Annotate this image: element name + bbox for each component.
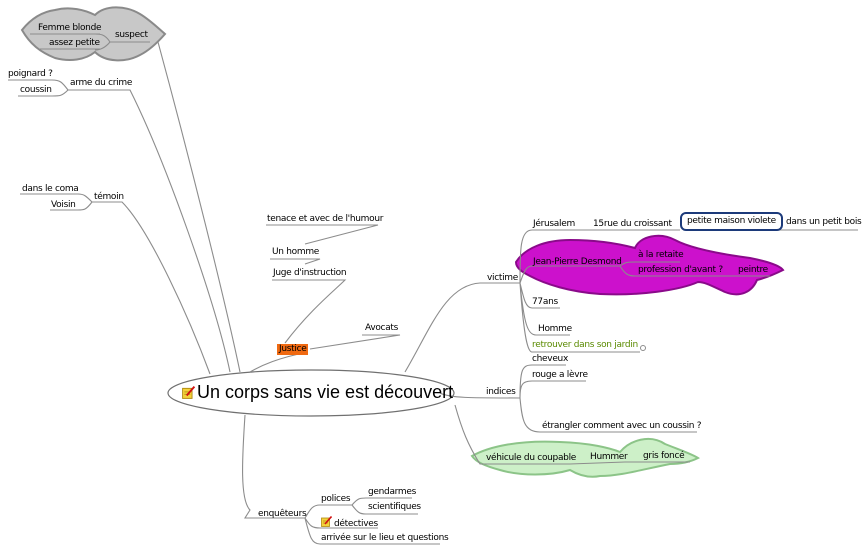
node-rouge-levre[interactable]: rouge a lèvre [532,370,588,380]
node-jerusalem[interactable]: Jérusalem [533,219,575,229]
connector-avocats [309,334,401,350]
node-petit-bois[interactable]: dans un petit bois [786,217,862,227]
connector-suspect [157,41,241,373]
node-coussin[interactable]: coussin [20,85,52,95]
node-dans-le-coma[interactable]: dans le coma [22,184,79,194]
node-enqueteurs[interactable]: enquêteurs [258,509,307,519]
node-peintre[interactable]: peintre [738,265,768,275]
node-justice[interactable]: Justice [277,344,309,355]
victime-cloud [514,234,785,296]
node-juge[interactable]: Juge d'instruction [273,268,347,278]
node-suspect[interactable]: suspect [115,30,148,40]
node-indices[interactable]: indices [486,387,516,397]
underline-suspect-children [30,33,100,50]
node-rue[interactable]: 15rue du croissant [593,219,672,229]
connector-enqueteurs [242,414,305,519]
connector-victime [404,282,520,373]
connector-arme [68,89,231,373]
note-pencil-icon [182,386,195,399]
node-profession[interactable]: profession d'avant ? [638,265,723,275]
connector-homme [270,258,321,265]
node-scientifiques[interactable]: scientifiques [368,502,421,512]
node-gris-fonce[interactable]: gris foncé [643,451,685,461]
node-tenace[interactable]: tenace et avec de l'humour [267,214,384,224]
node-poignard[interactable]: poignard ? [8,69,53,79]
connector-polices-children [351,497,418,515]
note-pencil-icon [321,516,332,527]
node-avocats[interactable]: Avocats [365,323,399,333]
node-un-homme[interactable]: Un homme [272,247,320,257]
connector-victime-children [519,229,680,353]
node-temoin[interactable]: témoin [94,192,124,202]
central-node[interactable]: Un corps sans vie est découvert [182,382,453,403]
detectives-label: détectives [334,519,378,529]
node-retraite[interactable]: à la retaite [638,250,684,260]
node-arme-du-crime[interactable]: arme du crime [70,78,133,88]
node-polices[interactable]: polices [321,494,351,504]
connector-enqueteurs-children [304,504,440,545]
node-homme[interactable]: Homme [538,324,572,334]
connector-nom-children [619,261,770,277]
node-cheveux[interactable]: cheveux [532,354,568,364]
node-hummer[interactable]: Hummer [590,452,628,462]
node-vehicule[interactable]: véhicule du coupable [486,453,577,463]
node-petite-maison[interactable]: petite maison violete [680,212,783,231]
connector-indices-children [519,364,697,433]
connector-humour [266,224,379,245]
connector-justice [249,351,309,373]
node-jean-pierre[interactable]: Jean-Pierre Desmond [533,257,622,267]
central-node-shape[interactable] [167,369,455,417]
node-gendarmes[interactable]: gendarmes [368,487,417,497]
connector-indices [439,392,521,399]
connector-vehicule [454,404,690,465]
connector-temoin-children [20,193,93,211]
node-arrivee[interactable]: arrivée sur le lieu et questions [321,533,449,543]
node-victime[interactable]: victime [487,273,519,283]
node-age[interactable]: 77ans [532,297,558,307]
node-etrangler[interactable]: étrangler comment avec un coussin ? [542,421,702,431]
connector-temoin [92,201,211,375]
connector-juge [272,279,347,344]
node-femme-blonde[interactable]: Femme blonde [38,23,102,33]
central-title: Un corps sans vie est découvert [197,382,454,402]
node-retrouver-jardin[interactable]: retrouver dans son jardin [532,340,638,350]
node-assez-petite[interactable]: assez petite [49,38,100,48]
node-voisin[interactable]: Voisin [51,200,76,210]
collapse-handle[interactable] [640,345,646,351]
node-detectives[interactable]: détectives [321,516,378,530]
connector-arme-children [8,79,69,97]
